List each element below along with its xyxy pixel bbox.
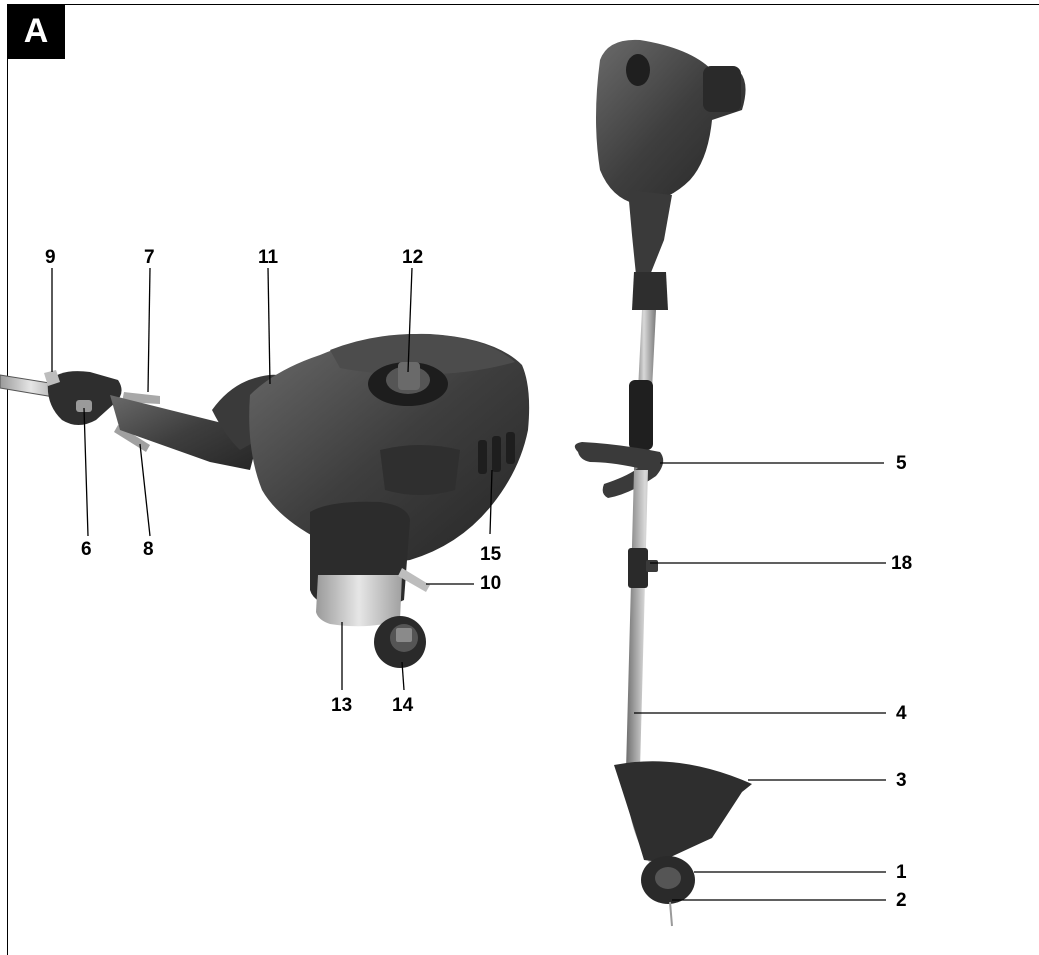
callout-6: 6 [81,539,92,560]
callout-13: 13 [331,695,353,716]
callout-18: 18 [891,553,913,574]
engine-closeup [0,333,530,668]
leader-lines [51,267,886,901]
callout-14: 14 [392,695,414,716]
figure-label-badge: A [7,4,65,59]
callout-5: 5 [896,453,907,474]
frame-left-border [7,4,8,955]
callout-10: 10 [480,573,502,594]
callout-15: 15 [480,544,502,565]
callout-1: 1 [896,862,907,883]
callout-3: 3 [896,770,907,791]
callout-12: 12 [402,247,424,268]
callout-11: 11 [258,247,279,268]
callout-4: 4 [896,703,907,724]
callout-9: 9 [45,247,56,268]
callout-2: 2 [896,890,907,911]
callout-8: 8 [143,539,154,560]
full-trimmer [574,39,752,927]
frame-top-border [7,4,1039,5]
callout-7: 7 [144,247,155,268]
